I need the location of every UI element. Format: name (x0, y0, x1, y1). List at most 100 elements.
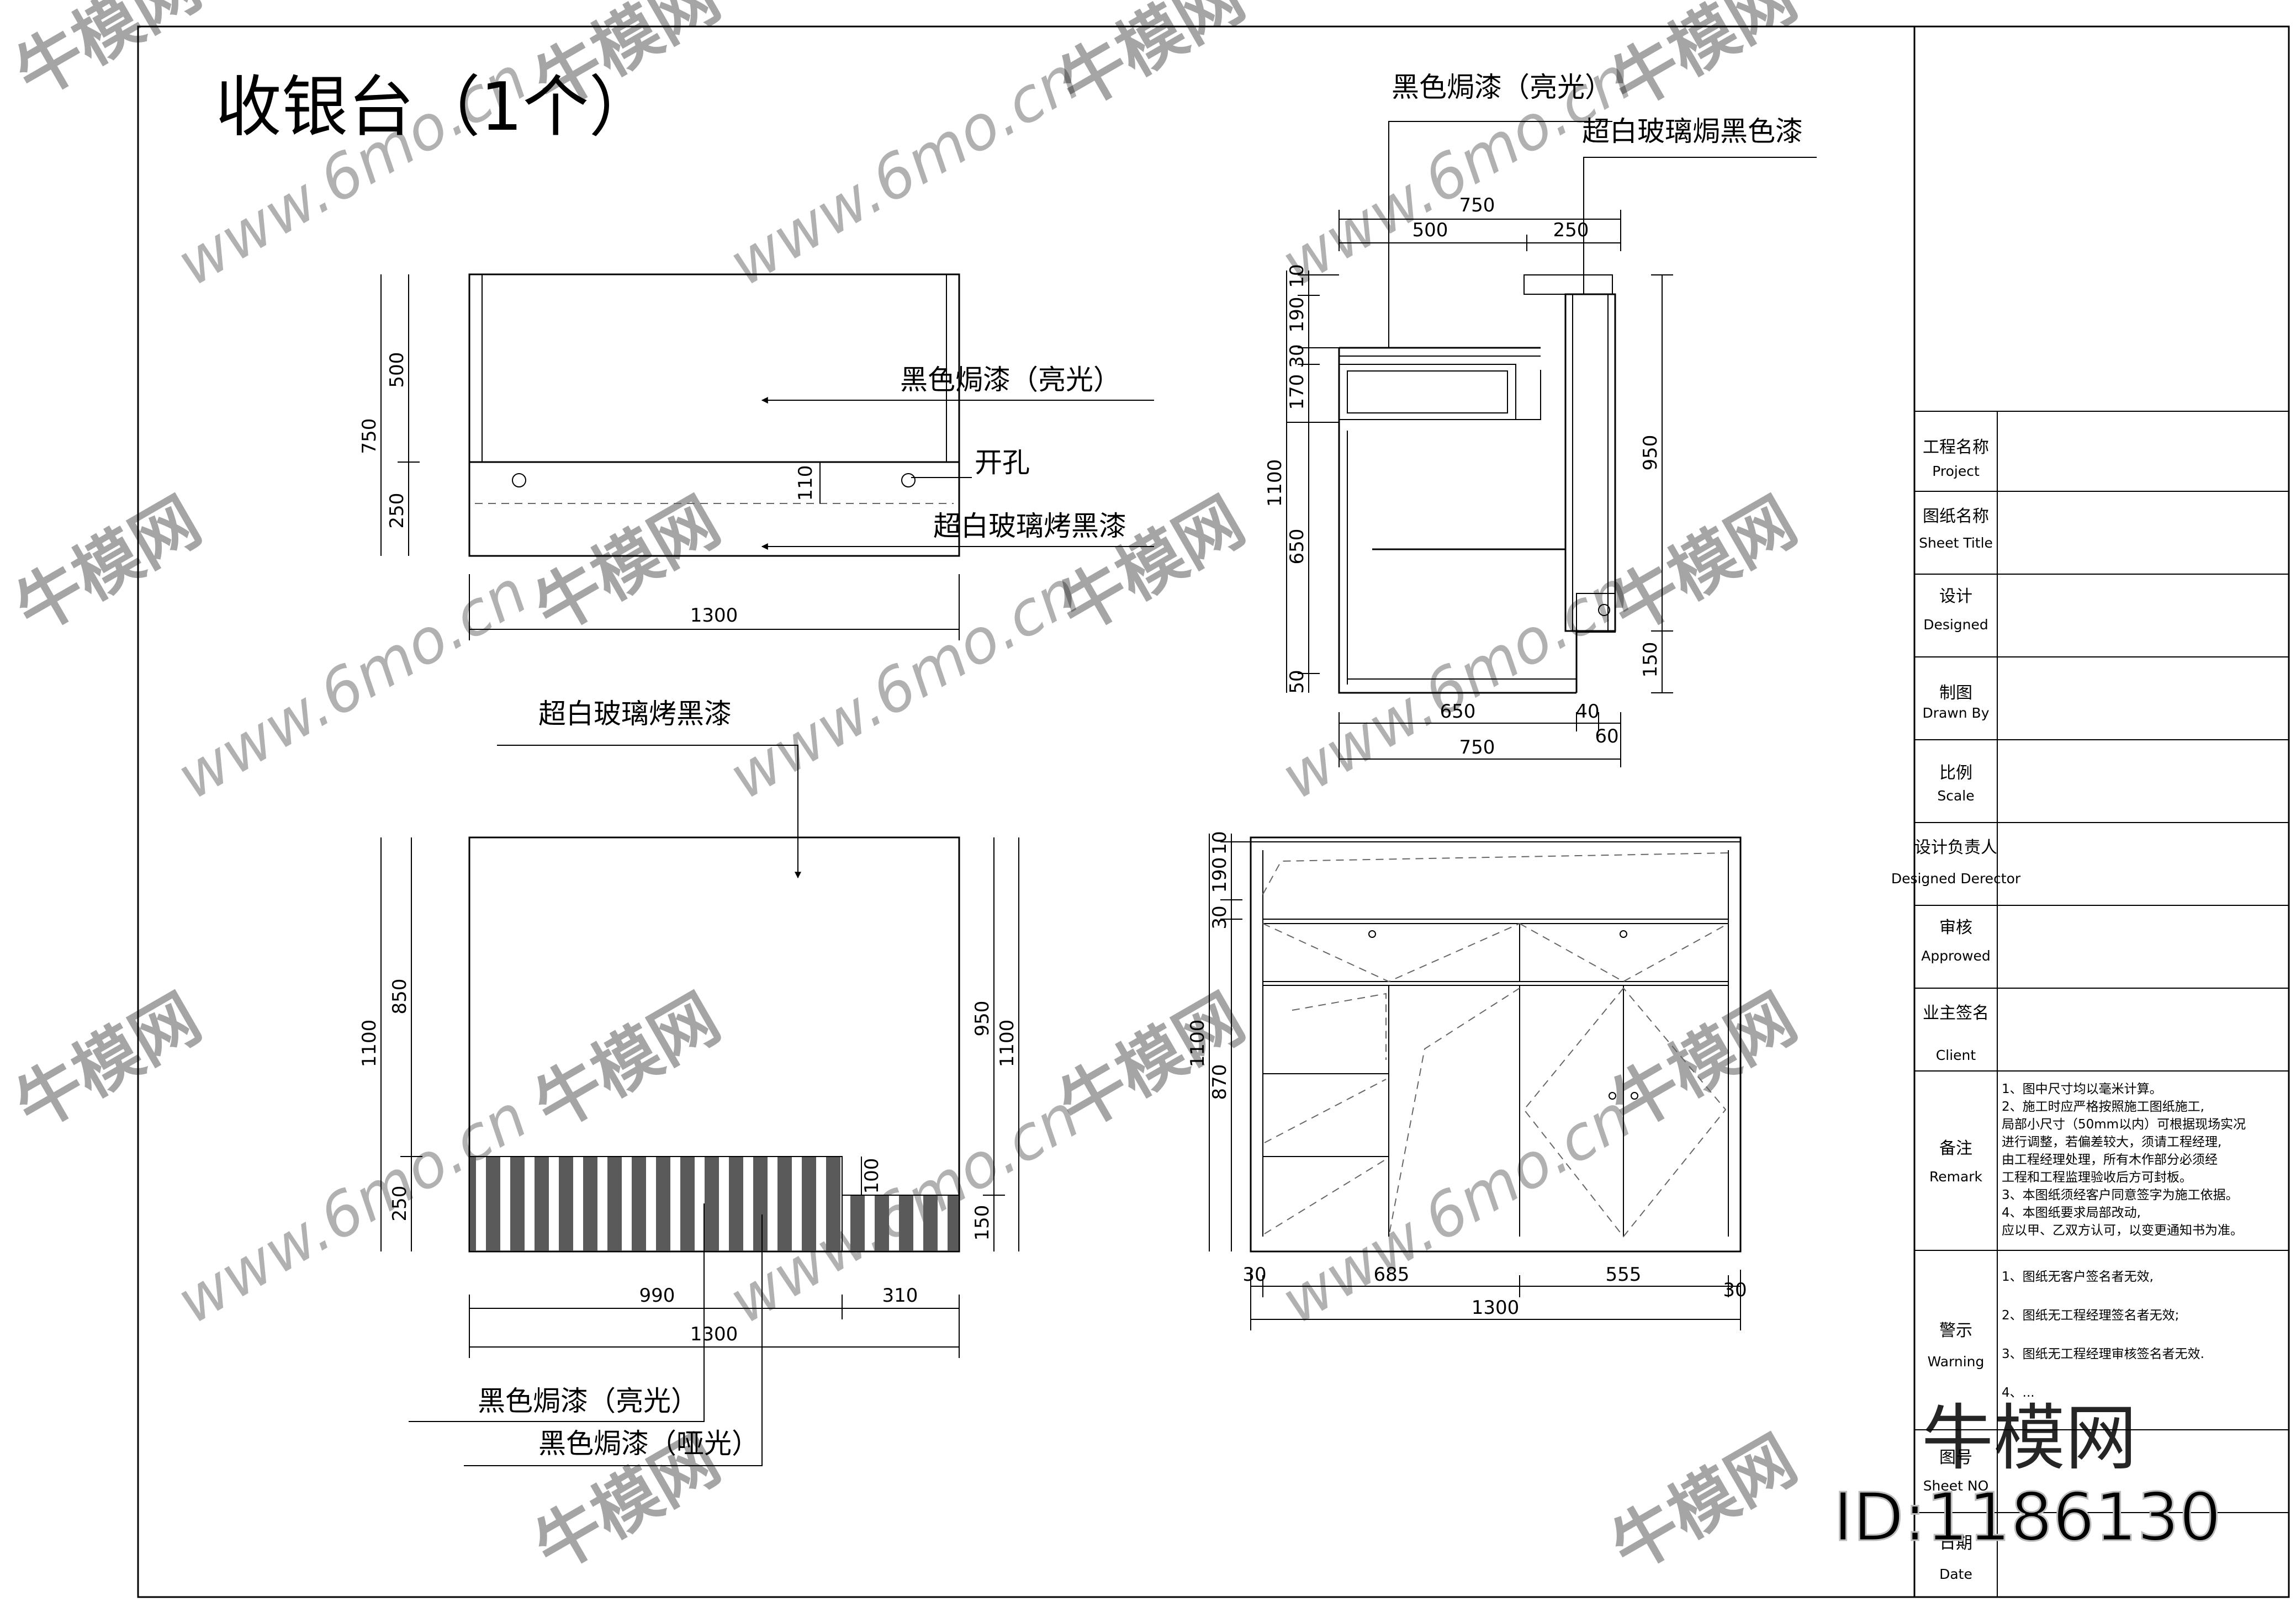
hidden-line (1523, 987, 1727, 1238)
warning-line: 4、... (2002, 1386, 2035, 1400)
dim-label: 500 (386, 352, 408, 388)
watermark-site: www.6mo.cn (1269, 1081, 1643, 1338)
drawer-return (1339, 370, 1541, 420)
label-glass-finish: 超白玻璃烤黑漆 (538, 698, 732, 730)
watermark-brand: 牛模网 (3, 483, 213, 649)
remark-line: 1、图中尺寸均以毫米计算。 (2002, 1082, 2162, 1096)
label-upper-finish: 黑色焗漆（亮光） (900, 364, 1121, 396)
tb-label-sheet-no: 图号 (1939, 1448, 1972, 1467)
dim-label: 30 (1242, 1264, 1266, 1286)
dim-label: 30 (1723, 1279, 1747, 1301)
section-outline (1338, 348, 1576, 694)
tb-label-remark: 备注 (1939, 1139, 1972, 1158)
dim-label: 870 (1209, 1064, 1231, 1100)
dim-label: 500 (1412, 219, 1448, 241)
door-knob (1609, 1092, 1616, 1100)
dim-label: 50 (1286, 670, 1308, 693)
watermark: 牛模网 牛模网 牛模网 牛模网 牛模网 牛模网 牛模网 牛模网 牛模网 牛模网 … (3, 0, 1809, 1587)
label-matte-finish: 黑色焗漆（哑光） (538, 1428, 759, 1460)
remark-line: 工程和工程监理验收后方可封板。 (2002, 1170, 2192, 1185)
dim-label: 30 (1209, 905, 1231, 929)
tb-label-designed-en: Designed (1923, 617, 1988, 633)
stripe-panel-small (842, 1195, 960, 1252)
drawer-outline (1339, 364, 1516, 420)
dim-label: 250 (386, 493, 408, 529)
back-elevation-view: 10 190 30 1100 870 30 685 555 30 1300 (1187, 831, 1747, 1330)
tb-label-sheet-title: 图纸名称 (1923, 507, 1989, 526)
tb-label-scale: 比例 (1939, 763, 1972, 783)
tb-label-client: 业主签名 (1923, 1004, 1989, 1023)
watermark-brand: 牛模网 (3, 980, 213, 1145)
remark-line: 局部小尺寸（50mm以内）可根据现场实况 (2002, 1117, 2246, 1132)
hidden-line (1264, 1079, 1387, 1143)
leader-line (409, 1203, 705, 1422)
dim-label: 750 (1459, 194, 1495, 216)
dim-label: 150 (1639, 642, 1662, 678)
hole-circle (512, 473, 526, 487)
tb-label-approved-en: Approwed (1921, 948, 1991, 964)
dim-label: 190 (1209, 857, 1231, 893)
dim-label: 250 (1553, 219, 1589, 241)
dim-label: 685 (1374, 1264, 1410, 1286)
tb-label-date: 日期 (1939, 1534, 1972, 1553)
label-gloss-finish: 黑色焗漆（亮光） (478, 1385, 699, 1417)
label-glass-finish: 超白玻璃焗黑色漆 (1582, 115, 1803, 147)
dim-label: 10 (1209, 831, 1231, 855)
dim-label: 170 (1286, 374, 1308, 410)
tb-label-project-en: Project (1932, 463, 1980, 479)
warning-line: 1、图纸无客户签名者无效, (2002, 1270, 2154, 1284)
tb-label-drawn: 制图 (1939, 683, 1972, 703)
hidden-line (1262, 852, 1729, 895)
dim-label: 990 (639, 1285, 675, 1307)
tb-label-approved: 审核 (1939, 918, 1972, 937)
sheet-border (137, 25, 2290, 1598)
watermark-brand: 牛模网 (522, 980, 732, 1145)
hole-circle (1598, 604, 1610, 616)
stripe-panel-large (469, 1156, 843, 1252)
hidden-line (1264, 1159, 1387, 1234)
dim-label: 650 (1286, 529, 1308, 565)
side-section-view: 750 500 250 黑色焗漆（亮光） 超白玻璃焗黑色漆 10 190 30 … (1264, 71, 1817, 767)
dim-label: 950 (971, 1001, 993, 1037)
watermark-logo: 牛模网 (1922, 1396, 2137, 1480)
hidden-line (1262, 923, 1520, 983)
watermark-site: www.6mo.cn (1269, 556, 1643, 813)
dim-label: 650 (1440, 701, 1476, 723)
tb-label-designed: 设计 (1939, 587, 1972, 606)
leader-line (1388, 121, 1612, 348)
watermark-id: ID:1186130 (1833, 1479, 2221, 1556)
dim-label: 750 (1459, 736, 1495, 759)
watermark-site: www.6mo.cn (165, 556, 539, 813)
dim-label: 1100 (358, 1020, 380, 1068)
hole-circle (901, 473, 916, 487)
drawing-title: 收银台（1个） (215, 69, 655, 146)
dim-label: 30 (1286, 344, 1308, 368)
watermark-brand: 牛模网 (3, 0, 213, 113)
tb-label-client-en: Client (1936, 1047, 1976, 1063)
leader-line (497, 745, 801, 879)
drawer-knob (1368, 930, 1376, 938)
watermark-site: www.6mo.cn (717, 556, 1091, 813)
dim-label: 40 (1575, 701, 1599, 723)
view-outline (1250, 836, 1742, 1253)
dim-label: 850 (389, 979, 411, 1015)
drawer-right (1519, 923, 1729, 982)
tb-label-director: 设计负责人 (1914, 838, 1997, 857)
drawer-inner (1347, 370, 1508, 413)
dim-label: 1300 (690, 1323, 738, 1345)
remark-line: 应以甲、乙双方认可，以变更通知书为准。 (2002, 1223, 2243, 1238)
dim-label: 555 (1606, 1264, 1642, 1286)
dim-label: 1300 (690, 604, 738, 627)
tb-label-director-en: Designed Derector (1891, 871, 2021, 887)
label-lower-finish: 超白玻璃烤黑漆 (933, 510, 1126, 542)
tb-label-warning-en: Warning (1928, 1354, 1985, 1370)
dim-label: 750 (358, 418, 380, 454)
tb-label-drawn-en: Drawn By (1922, 705, 1989, 721)
dim-label: 1300 (1472, 1297, 1520, 1319)
remark-line: 进行调整，若偏差较大，须请工程经理, (2002, 1135, 2221, 1149)
top-front-view: 750 500 250 1300 110 黑色焗漆（亮光） 开孔 超白玻璃烤黑漆 (358, 273, 1154, 640)
label-hole: 开孔 (975, 447, 1030, 479)
dim-label: 110 (795, 465, 817, 501)
dim-label: 190 (1286, 297, 1308, 333)
glass-inner (1572, 294, 1609, 632)
